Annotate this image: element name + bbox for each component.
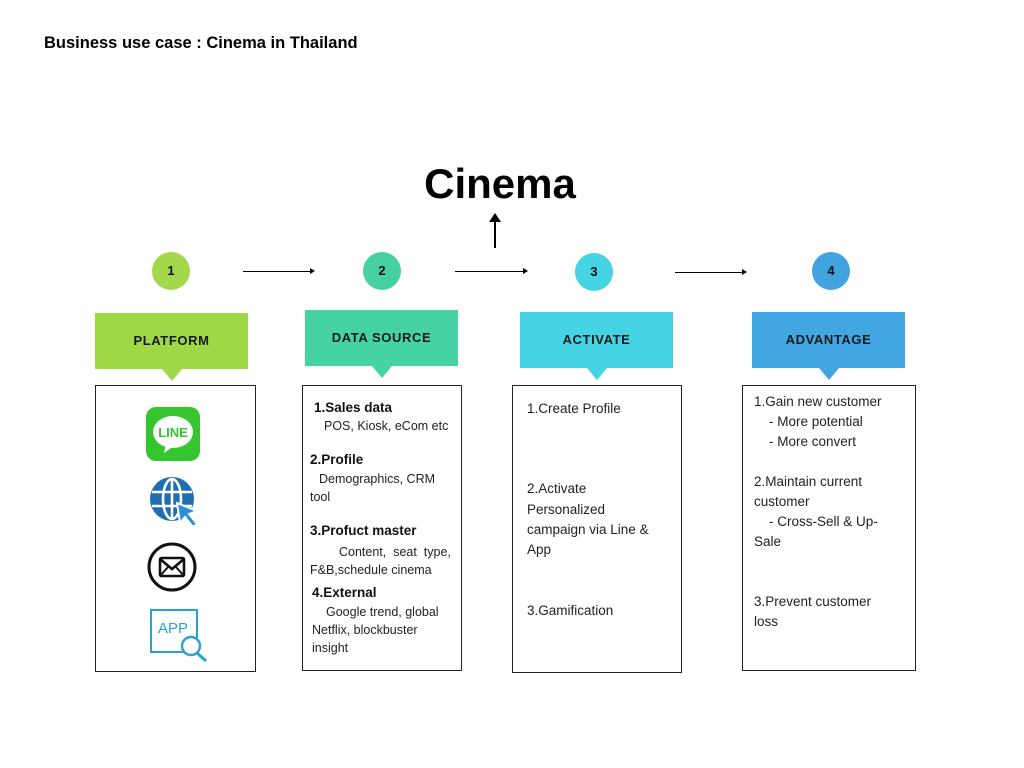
activate-item-text: 1.Create Profile	[527, 401, 621, 416]
cinema-heading: Cinema	[424, 160, 576, 207]
data-source-item-text: insight	[312, 641, 349, 655]
data-source-item-title: 3.Profuct master	[310, 523, 417, 538]
advantage-item-text: loss	[754, 614, 779, 629]
arrow-right-icon	[243, 268, 315, 274]
arrow-right-icon	[675, 269, 747, 275]
data-source-box	[302, 385, 462, 671]
data-source-item-text: Content, seat type,	[339, 545, 451, 559]
step-2-circle: 2	[363, 252, 401, 290]
advantage-item-text: - Cross-Sell & Up-	[754, 514, 878, 529]
activate-box	[512, 385, 682, 673]
app-search-icon: APP	[149, 606, 211, 664]
advantage-item-text: 1.Gain new customer	[754, 394, 882, 409]
advantage-box	[742, 385, 916, 671]
advantage-item-text: Sale	[754, 534, 782, 549]
up-arrow-icon	[489, 213, 501, 248]
activate-item-text: Personalized	[527, 502, 606, 517]
data-source-item-title: 1.Sales data	[314, 400, 393, 415]
page-title: Business use case : Cinema in Thailand	[44, 34, 358, 52]
advantage-banner: ADVANTAGE	[752, 312, 905, 380]
activate-item-text: App	[527, 542, 552, 557]
advantage-item-text: 2.Maintain current	[754, 474, 863, 489]
advantage-item-text: - More convert	[754, 434, 857, 449]
data-source-item-text: POS, Kiosk, eCom etc	[324, 419, 449, 433]
platform-banner: PLATFORM	[95, 313, 248, 381]
line-app-icon: LINE	[146, 407, 200, 461]
step-1-circle: 1	[152, 252, 190, 290]
data-source-item-text: tool	[310, 490, 331, 504]
data-source-item-text: F&B,schedule cinema	[310, 563, 432, 577]
step-4-circle: 4	[812, 252, 850, 290]
advantage-item-text: - More potential	[754, 414, 863, 429]
data-source-item-text: Demographics, CRM	[319, 472, 436, 486]
data-source-item-title: 2.Profile	[310, 452, 364, 467]
step-3-circle: 3	[575, 253, 613, 291]
advantage-item-text: 3.Prevent customer	[754, 594, 872, 609]
activate-item-text: campaign via Line &	[527, 522, 649, 537]
web-globe-cursor-icon	[147, 475, 203, 531]
data-source-item-text: Netflix, blockbuster	[312, 623, 418, 637]
email-icon	[146, 541, 198, 593]
data-source-banner: DATA SOURCE	[305, 310, 458, 378]
advantage-item-text: customer	[754, 494, 810, 509]
app-label-text: APP	[158, 620, 188, 637]
data-source-item-title: 4.External	[312, 585, 377, 600]
activate-item-text: 3.Gamification	[527, 603, 614, 618]
arrow-right-icon	[455, 268, 528, 274]
data-source-item-text: Google trend, global	[326, 605, 439, 619]
line-logo-text: LINE	[158, 425, 188, 440]
activate-item-text: 2.Activate	[527, 481, 587, 496]
activate-banner: ACTIVATE	[520, 312, 673, 380]
